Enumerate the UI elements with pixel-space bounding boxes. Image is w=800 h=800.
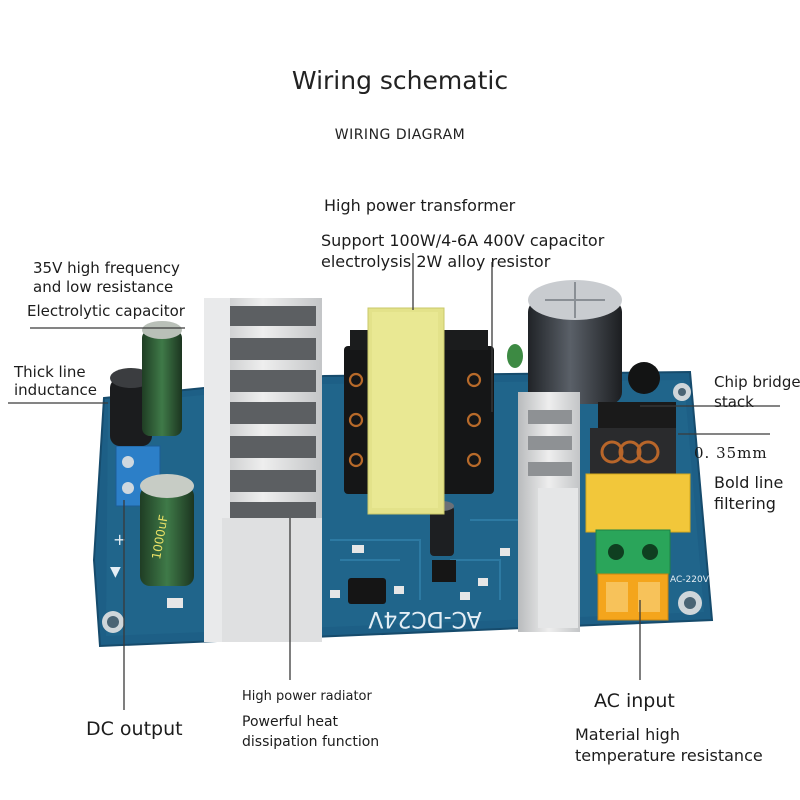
label-transformer-spec-1: Support 100W/4-6A 400V capacitor <box>321 231 605 250</box>
svg-text:+: + <box>113 530 126 549</box>
mosfet-heatsink <box>518 392 580 632</box>
filter-capacitor <box>585 473 691 533</box>
label-inductance-line-1: Thick line <box>14 363 86 381</box>
label-wire-size: 0. 35mm <box>694 444 768 462</box>
label-inductance-line-2: inductance <box>14 381 98 399</box>
chip-bridge-stack <box>598 402 676 432</box>
label-filter-line-2: filtering <box>714 494 776 513</box>
mount-hole <box>102 611 124 633</box>
board-silkscreen: AC-DC24V <box>368 606 481 631</box>
ac-marking: AC-220V <box>670 575 710 585</box>
input-capacitor <box>528 280 622 404</box>
svg-text:▼: ▼ <box>110 564 121 580</box>
filter-choke <box>590 428 676 476</box>
output-capacitor <box>142 330 182 436</box>
label-radiator-line-2: dissipation function <box>242 734 380 750</box>
label-radiator-line-1: Powerful heat <box>242 714 339 730</box>
label-capacitor-line-1: 35V high frequency <box>33 259 180 277</box>
label-transformer-title: High power transformer <box>324 196 516 215</box>
page-subtitle: WIRING DIAGRAM <box>334 127 466 143</box>
label-material-line-2: temperature resistance <box>575 746 763 765</box>
inductor <box>110 378 152 446</box>
label-ac-input: AC input <box>594 690 675 712</box>
label-bridge-line-2: stack <box>714 393 754 411</box>
ac-input-terminal <box>595 529 671 621</box>
mount-hole <box>673 383 691 401</box>
page-title: Wiring schematic <box>291 66 509 95</box>
label-capacitor-line-2: and low resistance <box>33 278 174 296</box>
label-material-line-1: Material high <box>575 725 680 744</box>
heatsink-radiator <box>204 298 322 642</box>
label-transformer-spec-2: electrolysis 2W alloy resistor <box>321 252 551 271</box>
label-radiator-title: High power radiator <box>242 689 372 704</box>
label-bridge-line-1: Chip bridge <box>714 373 800 391</box>
transformer <box>344 307 494 515</box>
mount-hole <box>678 591 702 615</box>
label-capacitor-line-3: Electrolytic capacitor <box>27 302 185 320</box>
label-dc-output: DC output <box>86 718 183 740</box>
label-filter-line-1: Bold line <box>714 473 784 492</box>
